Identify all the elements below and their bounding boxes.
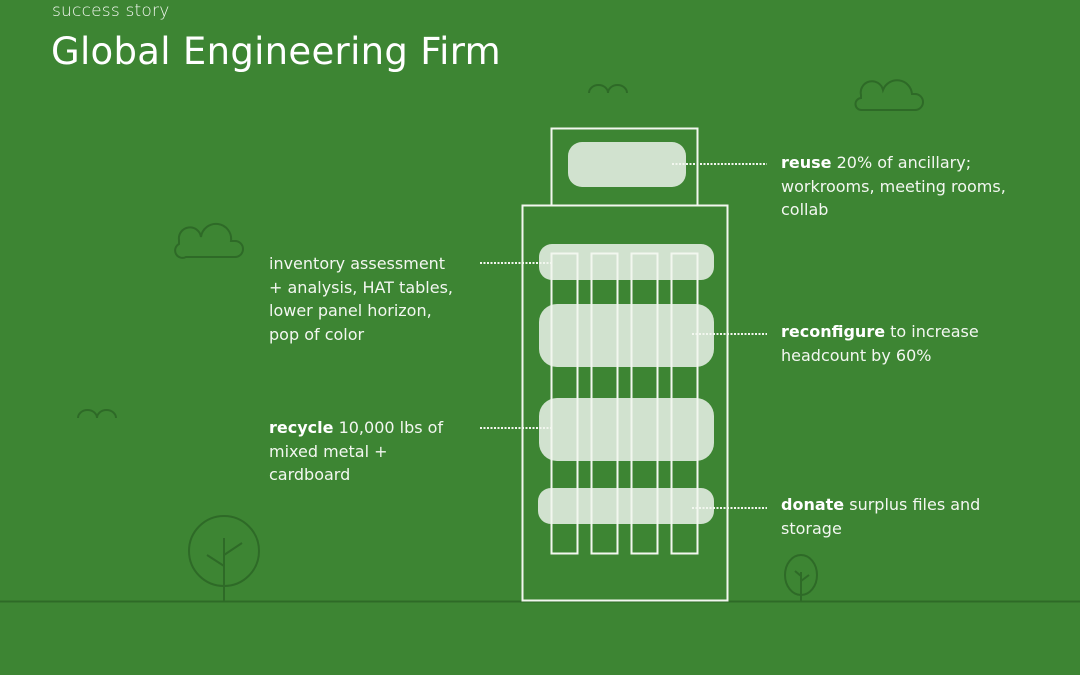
- callout-keyword: reuse: [781, 153, 832, 172]
- callout-reconfigure: reconfigure to increase headcount by 60%: [781, 320, 979, 367]
- callout-text: to increase: [885, 322, 979, 341]
- callout-keyword: recycle: [269, 418, 334, 437]
- tree-icon: [188, 515, 260, 601]
- callout-text: + analysis, HAT tables,: [269, 277, 453, 297]
- callout-keyword: reconfigure: [781, 322, 886, 341]
- callout-text: lower panel horizon,: [269, 301, 432, 320]
- callout-text: cardboard: [269, 465, 351, 484]
- page-title: Global Engineering Firm: [51, 30, 501, 73]
- callout-text: workrooms, meeting rooms,: [781, 176, 1006, 196]
- callout-text: inventory assessment: [269, 254, 446, 273]
- callout-text: surplus files and: [844, 495, 981, 514]
- building-columns: [550, 252, 699, 555]
- callout-text: storage: [781, 518, 842, 538]
- callout-recycle: recycle 10,000 lbs of mixed metal + card…: [269, 416, 443, 487]
- column: [670, 252, 699, 555]
- floor-panel-reuse: [568, 142, 686, 187]
- tree-icon: [784, 554, 818, 601]
- cloud-icon: [174, 222, 244, 259]
- callout-inventory: inventory assessment + analysis, HAT tab…: [269, 252, 453, 346]
- callout-reuse: reuse 20% of ancillary; workrooms, meeti…: [781, 151, 1006, 222]
- callout-text: collab: [781, 200, 829, 219]
- callout-text: headcount by 60%: [781, 345, 932, 365]
- callout-keyword: donate: [781, 495, 845, 514]
- bird-icon: [588, 84, 628, 94]
- bird-icon: [77, 409, 117, 419]
- cloud-icon: [854, 79, 924, 111]
- column: [550, 252, 579, 555]
- floor-panel-donate: [538, 488, 714, 524]
- floor-panel-reconfigure: [539, 304, 714, 367]
- building-body: [521, 204, 729, 602]
- page-kicker: success story: [52, 1, 170, 21]
- column: [630, 252, 659, 555]
- floor-panel-inventory: [539, 244, 714, 280]
- floor-panel-recycle: [539, 398, 714, 461]
- callout-text: 20% of ancillary;: [831, 153, 972, 172]
- callout-text: pop of color: [269, 324, 365, 344]
- callout-text: mixed metal +: [269, 441, 388, 461]
- callout-donate: donate surplus files and storage: [781, 493, 980, 540]
- callout-text: 10,000 lbs of: [333, 418, 444, 437]
- column: [590, 252, 619, 555]
